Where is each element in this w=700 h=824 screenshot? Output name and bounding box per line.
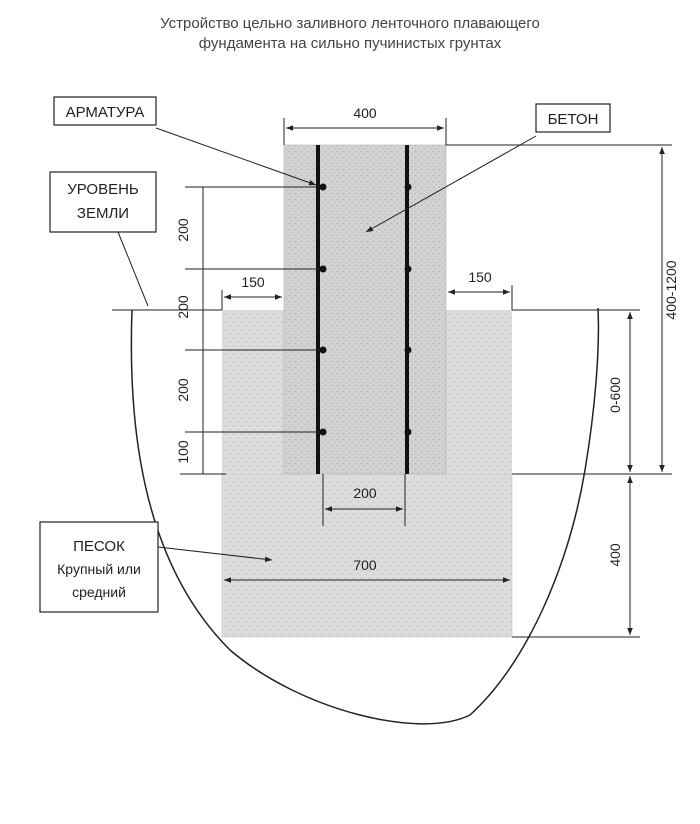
sand-label-line-1: ПЕСОК bbox=[73, 538, 125, 555]
dim-left-offset: 150 bbox=[241, 274, 265, 290]
backfill-left bbox=[222, 310, 284, 474]
sand-label-line-2: Крупный или bbox=[57, 561, 141, 577]
sand-pointer bbox=[157, 546, 273, 562]
excavation-outline bbox=[130, 307, 600, 725]
left-offset-dimension bbox=[221, 290, 282, 310]
dim-sand-width: 700 bbox=[353, 557, 377, 573]
ground-label-line-1: УРОВЕНЬ bbox=[67, 181, 139, 198]
concrete-label: БЕТОН bbox=[548, 111, 599, 128]
sand-label-line-3: средний bbox=[72, 584, 126, 600]
ground-pointer bbox=[117, 231, 149, 307]
dim-spacing-2: 200 bbox=[175, 295, 191, 319]
ground-label-box bbox=[49, 171, 157, 233]
dim-right-offset: 150 bbox=[468, 269, 492, 285]
rebar-spacing-dimension bbox=[322, 474, 406, 526]
right-offset-dimension bbox=[448, 285, 513, 310]
diagram-title-line-2: фундамента на сильно пучинистых грунтах bbox=[198, 35, 502, 52]
rebar-pointer bbox=[155, 127, 317, 186]
dim-sand-height: 400 bbox=[607, 543, 623, 567]
dim-wall-width: 400 bbox=[353, 105, 377, 121]
right-dimension-lines bbox=[446, 144, 672, 638]
ground-label-line-2: ЗЕМЛИ bbox=[77, 205, 129, 222]
sand-cushion bbox=[221, 473, 513, 638]
dim-rebar-spacing: 200 bbox=[353, 485, 377, 501]
wall-width-dimension bbox=[283, 118, 447, 145]
rebar-label: АРМАТУРА bbox=[66, 104, 145, 121]
dim-spacing-1: 200 bbox=[175, 218, 191, 242]
dim-total-height: 400-1200 bbox=[663, 260, 679, 319]
diagram-title-line-1: Устройство цельно заливного ленточного п… bbox=[160, 15, 540, 32]
concrete-label-box bbox=[535, 103, 611, 133]
concrete-wall bbox=[283, 144, 447, 475]
sand-label-box bbox=[39, 521, 159, 613]
backfill-right bbox=[446, 310, 512, 474]
rebar-crossbars bbox=[319, 183, 412, 436]
dim-depth: 0-600 bbox=[607, 377, 623, 413]
concrete-pointer bbox=[365, 135, 537, 233]
rebar-label-box bbox=[53, 96, 157, 126]
dim-spacing-4: 100 bbox=[175, 440, 191, 464]
left-dimension-chain bbox=[180, 186, 226, 475]
dim-spacing-3: 200 bbox=[175, 378, 191, 402]
